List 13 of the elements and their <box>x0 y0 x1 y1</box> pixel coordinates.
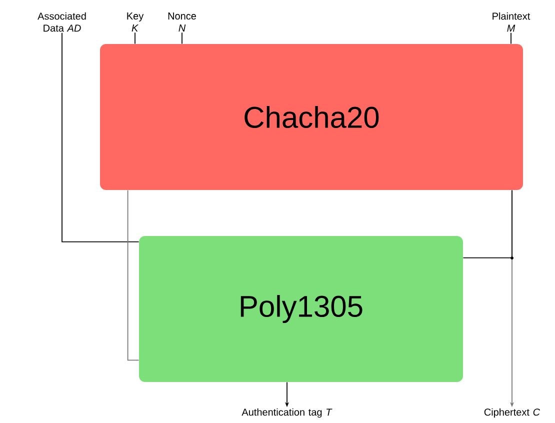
io-label: Nonce N <box>168 12 196 32</box>
connector-line <box>134 32 136 44</box>
io-label: Key K <box>127 12 144 32</box>
io-label: Associated Data AD <box>38 12 86 32</box>
connector-line <box>510 32 512 44</box>
connector-line <box>127 190 140 361</box>
io-label: Plaintext M <box>492 12 530 32</box>
io-label: Authentication tag T <box>242 408 332 418</box>
process-box: Poly1305 <box>139 236 463 382</box>
connector-line <box>462 190 512 258</box>
connector-line <box>62 32 140 242</box>
io-label: Ciphertext C <box>484 408 540 418</box>
process-box: Chacha20 <box>100 44 523 190</box>
